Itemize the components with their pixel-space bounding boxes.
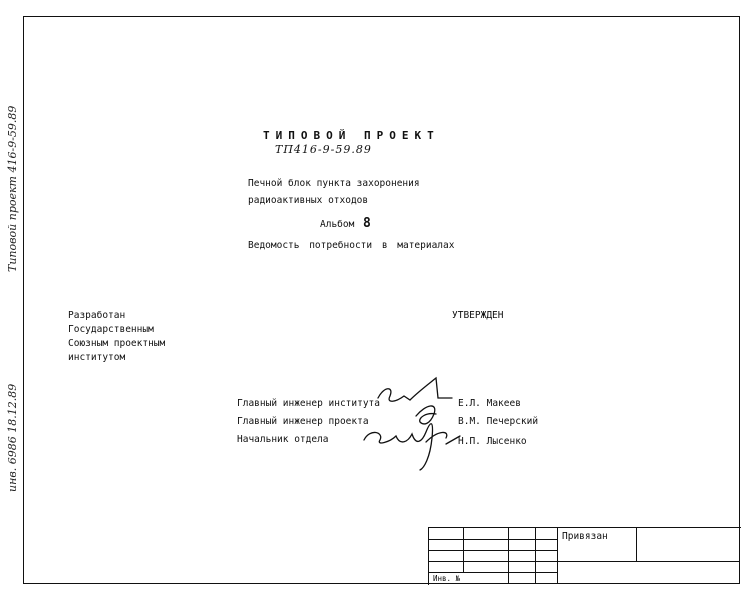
description-line-1: Печной блок пункта захоронения <box>248 178 420 189</box>
side-project-note: Типовой проект 416-9-59.89 <box>6 105 19 272</box>
title-block-divider <box>557 527 558 584</box>
album-content: Ведомость потребности в материалах <box>248 240 455 251</box>
title-block-rule <box>428 561 740 562</box>
title-block-rule <box>428 539 558 540</box>
title-block-divider <box>508 527 509 584</box>
approved-label: УТВЕРЖДЕН <box>452 310 504 321</box>
title-block-divider <box>463 527 464 572</box>
signatory-name-2: В.М. Печерский <box>458 416 539 427</box>
signatory-name-1: Е.Л. Макеев <box>458 398 521 409</box>
drawing-frame <box>23 16 740 584</box>
title-block-rule <box>428 572 558 573</box>
document-title: ТИПОВОЙ ПРОЕКТ <box>263 129 440 142</box>
developer-line-1: Разработан <box>68 310 126 321</box>
signatory-role-3: Начальник отдела <box>237 434 329 445</box>
title-block <box>428 527 741 585</box>
description-line-2: радиоактивных отходов <box>248 195 369 206</box>
title-block-divider <box>535 527 536 584</box>
inventory-label: Инв. № <box>433 574 461 583</box>
title-block-rule <box>428 550 558 551</box>
project-code: ТП416-9-59.89 <box>275 143 372 156</box>
album-number: 8 <box>363 216 371 231</box>
attached-label: Привязан <box>562 531 608 542</box>
title-block-divider <box>636 527 637 561</box>
signatory-role-1: Главный инженер института <box>237 398 380 409</box>
developer-line-3: Союзным проектным <box>68 338 166 349</box>
album-label: Альбом <box>320 219 355 230</box>
side-inventory-note: инв. 6986 18.12.89 <box>6 383 19 492</box>
developer-line-2: Государственным <box>68 324 154 335</box>
signatory-name-3: Н.П. Лысенко <box>458 436 527 447</box>
signatory-role-2: Главный инженер проекта <box>237 416 369 427</box>
handwritten-signatures <box>363 376 461 471</box>
developer-line-4: институтом <box>68 352 126 363</box>
